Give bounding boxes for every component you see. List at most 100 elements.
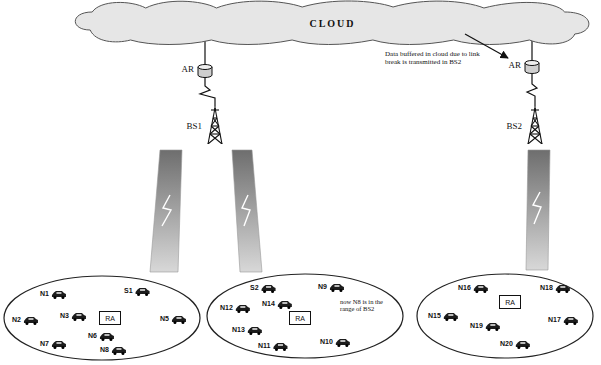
vehicle-icon <box>263 290 266 293</box>
vehicle-icon <box>565 322 568 325</box>
vehicle-icon <box>61 346 64 349</box>
vehicle-icon <box>475 290 478 293</box>
router-symbol <box>198 67 212 78</box>
vehicle-icon <box>516 341 530 349</box>
vehicle-icon <box>173 321 176 324</box>
vehicle-icon <box>249 332 252 335</box>
tower-symbol <box>530 133 540 134</box>
link-line <box>531 40 532 60</box>
vehicle-icon <box>453 318 456 321</box>
vehicle-icon <box>248 327 262 333</box>
vehicle-icon <box>73 318 76 321</box>
vehicle-icon <box>100 333 114 341</box>
vehicle-icon <box>517 346 520 349</box>
vehicle-label: N20 <box>500 340 513 348</box>
link-line <box>527 74 537 106</box>
vehicle-icon <box>483 290 486 293</box>
vehicle-icon <box>52 341 66 347</box>
cloud-shape: CLOUD <box>70 0 595 46</box>
vehicle-icon <box>72 313 86 321</box>
vehicle-icon <box>478 286 483 288</box>
vehicle-label: N5 <box>160 315 169 323</box>
vehicle-icon <box>140 289 145 291</box>
vehicle-label: S2 <box>250 284 259 292</box>
annotation-arrow <box>465 34 508 58</box>
vehicle-icon <box>181 321 184 324</box>
tower-symbol <box>210 133 220 134</box>
vehicle-cluster <box>417 274 593 358</box>
vehicle-icon <box>136 288 150 296</box>
vehicle-icon <box>237 310 240 313</box>
base-station: BS2 <box>525 106 545 144</box>
vehicle-icon <box>336 339 350 345</box>
vehicle-label: N1 <box>40 290 49 298</box>
lightning-mark <box>162 195 171 226</box>
vehicle-icon <box>121 352 124 355</box>
vehicle-icon <box>53 296 56 299</box>
vehicle-icon <box>172 316 186 324</box>
box-label: RA <box>295 315 305 322</box>
router-symbol <box>525 63 539 74</box>
vehicle-icon <box>486 323 500 331</box>
vehicle-icon <box>525 346 528 349</box>
vehicle-icon <box>331 289 334 292</box>
tower-symbol <box>205 106 225 144</box>
vehicle-label: N14 <box>262 300 275 308</box>
vehicle-icon <box>271 290 274 293</box>
device-label: BS2 <box>506 122 522 131</box>
vehicle-icon <box>330 284 344 290</box>
vehicle-icon <box>113 352 116 355</box>
vehicle-icon <box>339 289 342 292</box>
vehicle-label: S1 <box>124 287 133 295</box>
ra-box: RA <box>499 295 521 309</box>
vehicle-icon <box>240 306 245 308</box>
vehicle-icon <box>520 342 525 344</box>
cloud-label: CLOUD <box>309 18 355 29</box>
vehicle-icon <box>245 310 248 313</box>
vehicle-icon <box>28 318 33 320</box>
vehicle-label: N7 <box>40 340 49 348</box>
access-router: AR <box>197 64 213 78</box>
vehicle-icon <box>52 341 66 349</box>
tower-symbol <box>531 126 540 134</box>
tower-symbol <box>211 126 220 134</box>
tower-symbol <box>533 117 537 118</box>
vehicle-icon <box>564 317 578 323</box>
vehicle-label: N8 <box>100 346 109 354</box>
vehicle-icon <box>273 343 287 349</box>
vehicle-icon <box>486 323 500 329</box>
vehicle-icon <box>283 348 286 351</box>
vehicle-icon <box>236 305 250 311</box>
lightning-mark <box>533 192 541 224</box>
vehicle-icon <box>557 290 560 293</box>
annotation-note: now N8 is in the range of BS2 <box>340 298 386 313</box>
tower-symbol <box>531 125 539 126</box>
vehicle-icon <box>279 306 282 309</box>
vehicle-icon <box>334 285 339 287</box>
vehicle-icon <box>568 318 573 320</box>
vehicle-label: N18 <box>540 284 553 292</box>
device-label: AR <box>508 61 521 70</box>
vehicle-label: N10 <box>320 338 333 346</box>
vehicle-icon <box>445 318 448 321</box>
vehicle-icon <box>24 317 38 325</box>
vehicle-icon <box>25 322 28 325</box>
vehicle-icon <box>112 347 126 353</box>
vehicle-icon <box>336 339 350 347</box>
vehicle-icon <box>100 333 114 339</box>
vehicle-icon <box>53 346 56 349</box>
tower-symbol <box>534 106 535 110</box>
vehicle-icon <box>266 286 271 288</box>
vehicle-label: N13 <box>232 326 245 334</box>
vehicle-icon <box>278 301 292 307</box>
vehicle-icon <box>275 348 278 351</box>
annotation-note: Data buffered in cloud due to link break… <box>385 50 480 66</box>
tower-symbol <box>211 118 217 126</box>
tower-symbol <box>535 108 542 144</box>
tower-symbol <box>533 118 539 126</box>
base-station: BS1 <box>205 106 225 144</box>
